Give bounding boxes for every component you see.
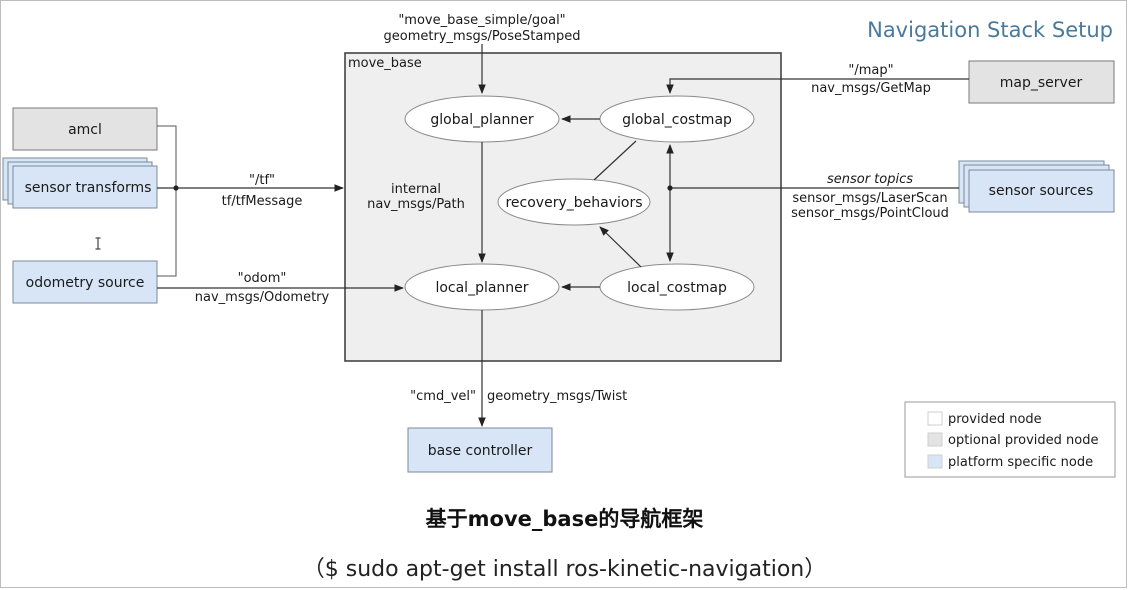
global-planner-label: global_planner bbox=[430, 112, 533, 128]
edge-localcostmap-recovery bbox=[599, 226, 642, 268]
map-server-node: map_server bbox=[968, 60, 1115, 104]
legend-optional-label: optional provided node bbox=[948, 433, 1098, 448]
tf-type-label: tf/tfMessage bbox=[222, 194, 303, 209]
internal-label: internal bbox=[391, 182, 441, 197]
text-cursor-icon bbox=[95, 237, 101, 250]
move-base-label: move_base bbox=[348, 56, 422, 71]
local-planner-label: local_planner bbox=[435, 280, 528, 296]
edge-odom-bracket bbox=[157, 188, 177, 277]
goal-topic-label: "move_base_simple/goal" bbox=[398, 13, 565, 28]
legend: provided node optional provided node pla… bbox=[904, 401, 1116, 478]
global-planner-node: global_planner bbox=[404, 95, 560, 143]
sensor-sources-label: sensor sources bbox=[989, 183, 1094, 199]
legend-swatch-optional bbox=[927, 432, 943, 447]
cloud-type-label: sensor_msgs/PointCloud bbox=[791, 206, 949, 221]
tf-topic-label: "/tf" bbox=[249, 173, 275, 188]
global-costmap-label: global_costmap bbox=[622, 112, 732, 128]
local-costmap-node: local_costmap bbox=[599, 263, 755, 311]
odometry-source-node: odometry source bbox=[12, 260, 158, 304]
caption-install-command: （$ sudo apt-get install ros-kinetic-navi… bbox=[302, 557, 827, 582]
legend-swatch-platform bbox=[927, 454, 943, 469]
base-controller-node: base controller bbox=[407, 427, 553, 473]
laser-type-label: sensor_msgs/LaserScan bbox=[792, 191, 947, 206]
goal-type-label: geometry_msgs/PoseStamped bbox=[384, 29, 581, 44]
sensor-topics-label: sensor topics bbox=[827, 172, 913, 187]
local-planner-node: local_planner bbox=[404, 263, 560, 311]
legend-platform-label: platform specific node bbox=[948, 455, 1093, 470]
legend-swatch-provided bbox=[927, 411, 943, 426]
diagram-title: Navigation Stack Setup bbox=[867, 18, 1113, 42]
local-costmap-label: local_costmap bbox=[627, 280, 727, 296]
cmd-topic-label: "cmd_vel" bbox=[410, 389, 476, 404]
base-controller-label: base controller bbox=[428, 443, 533, 459]
edge-map bbox=[666, 78, 969, 94]
tf-junction-dot bbox=[173, 185, 179, 191]
odometry-source-label: odometry source bbox=[26, 275, 145, 291]
sensor-transforms-node: sensor transforms bbox=[2, 157, 158, 209]
sensor-transforms-label: sensor transforms bbox=[25, 180, 152, 196]
legend-provided-label: provided node bbox=[948, 412, 1042, 427]
navigation-stack-diagram: Navigation Stack Setup move_base amcl se… bbox=[2, 13, 1116, 478]
odom-topic-label: "odom" bbox=[238, 271, 287, 286]
amcl-label: amcl bbox=[68, 122, 102, 138]
edge-globalcostmap-recovery bbox=[593, 140, 637, 181]
internal-type-label: nav_msgs/Path bbox=[367, 197, 465, 212]
recovery-behaviors-label: recovery_behaviors bbox=[505, 195, 642, 211]
edge-amcl-bracket bbox=[157, 125, 177, 188]
cmd-type-label: geometry_msgs/Twist bbox=[487, 389, 627, 404]
caption-title: 基于move_base的导航框架 bbox=[425, 507, 704, 531]
map-topic-label: "/map" bbox=[848, 63, 893, 78]
global-costmap-node: global_costmap bbox=[599, 95, 755, 143]
amcl-node: amcl bbox=[12, 107, 158, 151]
sensor-junction-dot bbox=[667, 185, 673, 191]
sensor-sources-node: sensor sources bbox=[958, 160, 1115, 213]
recovery-behaviors-node: recovery_behaviors bbox=[497, 178, 651, 226]
odom-type-label: nav_msgs/Odometry bbox=[195, 290, 330, 305]
map-server-label: map_server bbox=[1000, 75, 1083, 91]
map-type-label: nav_msgs/GetMap bbox=[811, 81, 931, 96]
